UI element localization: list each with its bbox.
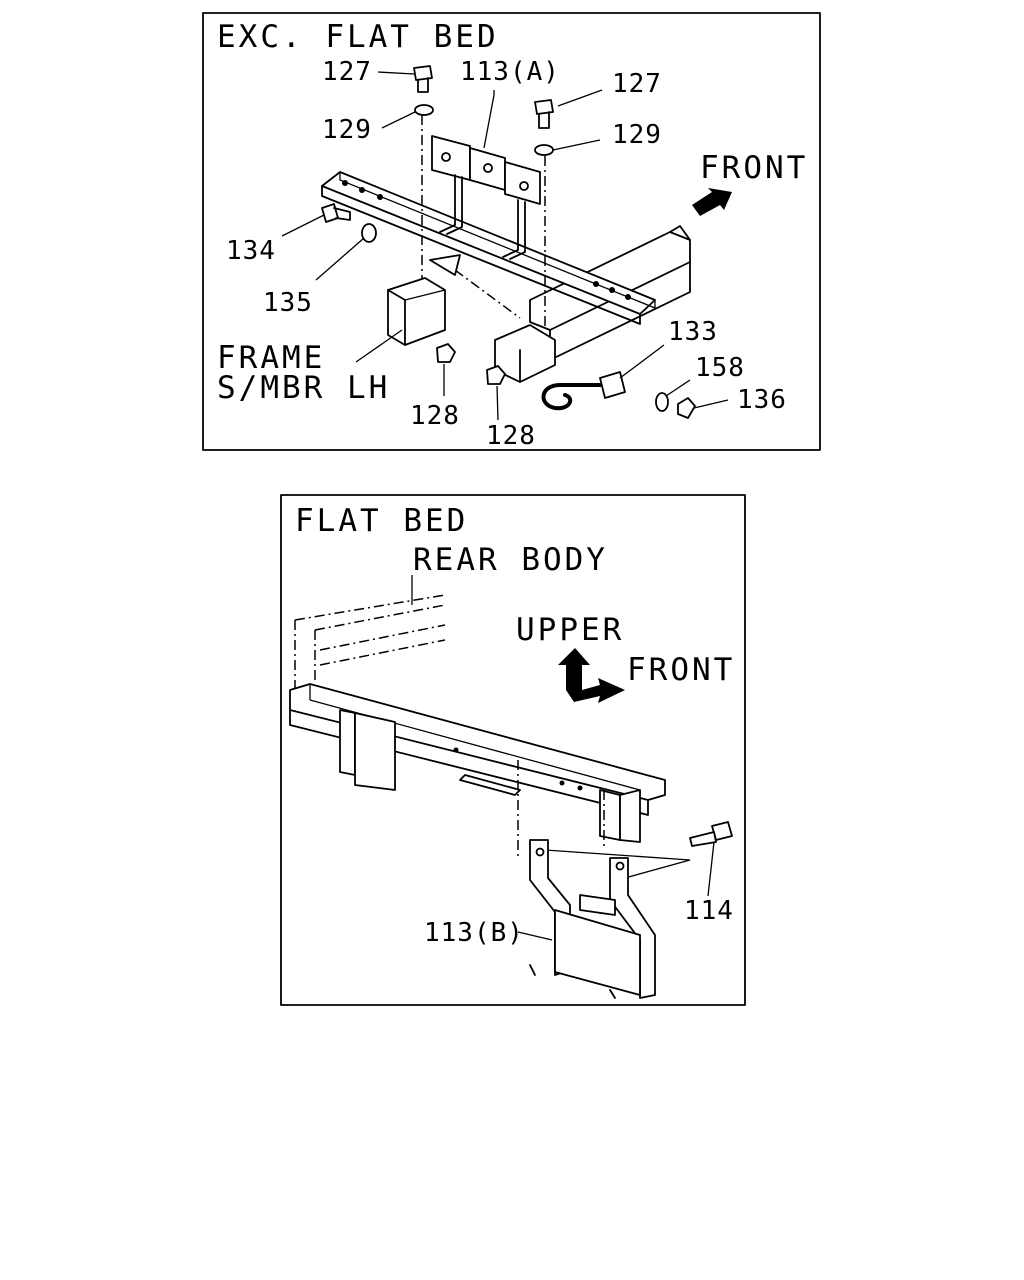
callout-133: 133 <box>668 317 718 347</box>
rear-body-label: REAR BODY <box>413 542 608 578</box>
bolt-127-right <box>534 99 554 129</box>
top-panel-title: EXC. FLAT BED <box>217 19 499 55</box>
callout-158: 158 <box>695 353 745 383</box>
frame-member-lh <box>387 254 461 346</box>
bottom-leader-lines <box>517 841 715 941</box>
front-arrow-icon <box>692 188 732 216</box>
top-panel: EXC. FLAT BED <box>202 12 821 451</box>
nut-128-right <box>486 365 506 385</box>
frame-label-line1: FRAME <box>217 340 325 376</box>
nut-136 <box>677 397 696 419</box>
bolt-114 <box>689 821 733 847</box>
tow-hook-133 <box>541 371 626 411</box>
bolt-127-left <box>413 65 433 93</box>
nut-128-left <box>436 343 456 363</box>
callout-127-left: 127 <box>322 57 372 87</box>
washer-158 <box>655 392 669 412</box>
bottom-panel: FLAT BED REAR BODY <box>280 494 746 1006</box>
cross-bar <box>321 171 656 325</box>
callout-128-right: 128 <box>486 421 536 451</box>
callout-113a: 113(A) <box>460 57 560 87</box>
callout-128-left: 128 <box>410 401 460 431</box>
upper-front-arrow-icon <box>558 648 625 703</box>
washer-135 <box>361 223 377 243</box>
bottom-panel-border <box>280 494 746 1006</box>
bracket-113b <box>529 839 656 999</box>
callout-134: 134 <box>226 236 276 266</box>
washer-129-left <box>414 104 434 116</box>
callout-127-right: 127 <box>612 69 662 99</box>
bottom-panel-title: FLAT BED <box>295 503 468 539</box>
callout-114: 114 <box>684 896 734 926</box>
top-panel-border <box>202 12 821 451</box>
callout-113b: 113(B) <box>424 918 524 948</box>
bracket-113a <box>431 135 541 260</box>
top-leader-lines <box>281 71 729 421</box>
callout-129-left: 129 <box>322 115 372 145</box>
washer-129-right <box>534 144 554 156</box>
top-direction-label: FRONT <box>700 150 808 186</box>
callout-135: 135 <box>263 288 313 318</box>
callout-136: 136 <box>737 385 787 415</box>
callout-129-right: 129 <box>612 120 662 150</box>
frame-label-line2: S/MBR LH <box>217 370 390 406</box>
upper-label: UPPER <box>516 612 624 648</box>
frame-rail <box>289 683 666 843</box>
bottom-front-label: FRONT <box>627 652 735 688</box>
rear-body <box>294 575 446 690</box>
bolt-134 <box>321 203 351 223</box>
